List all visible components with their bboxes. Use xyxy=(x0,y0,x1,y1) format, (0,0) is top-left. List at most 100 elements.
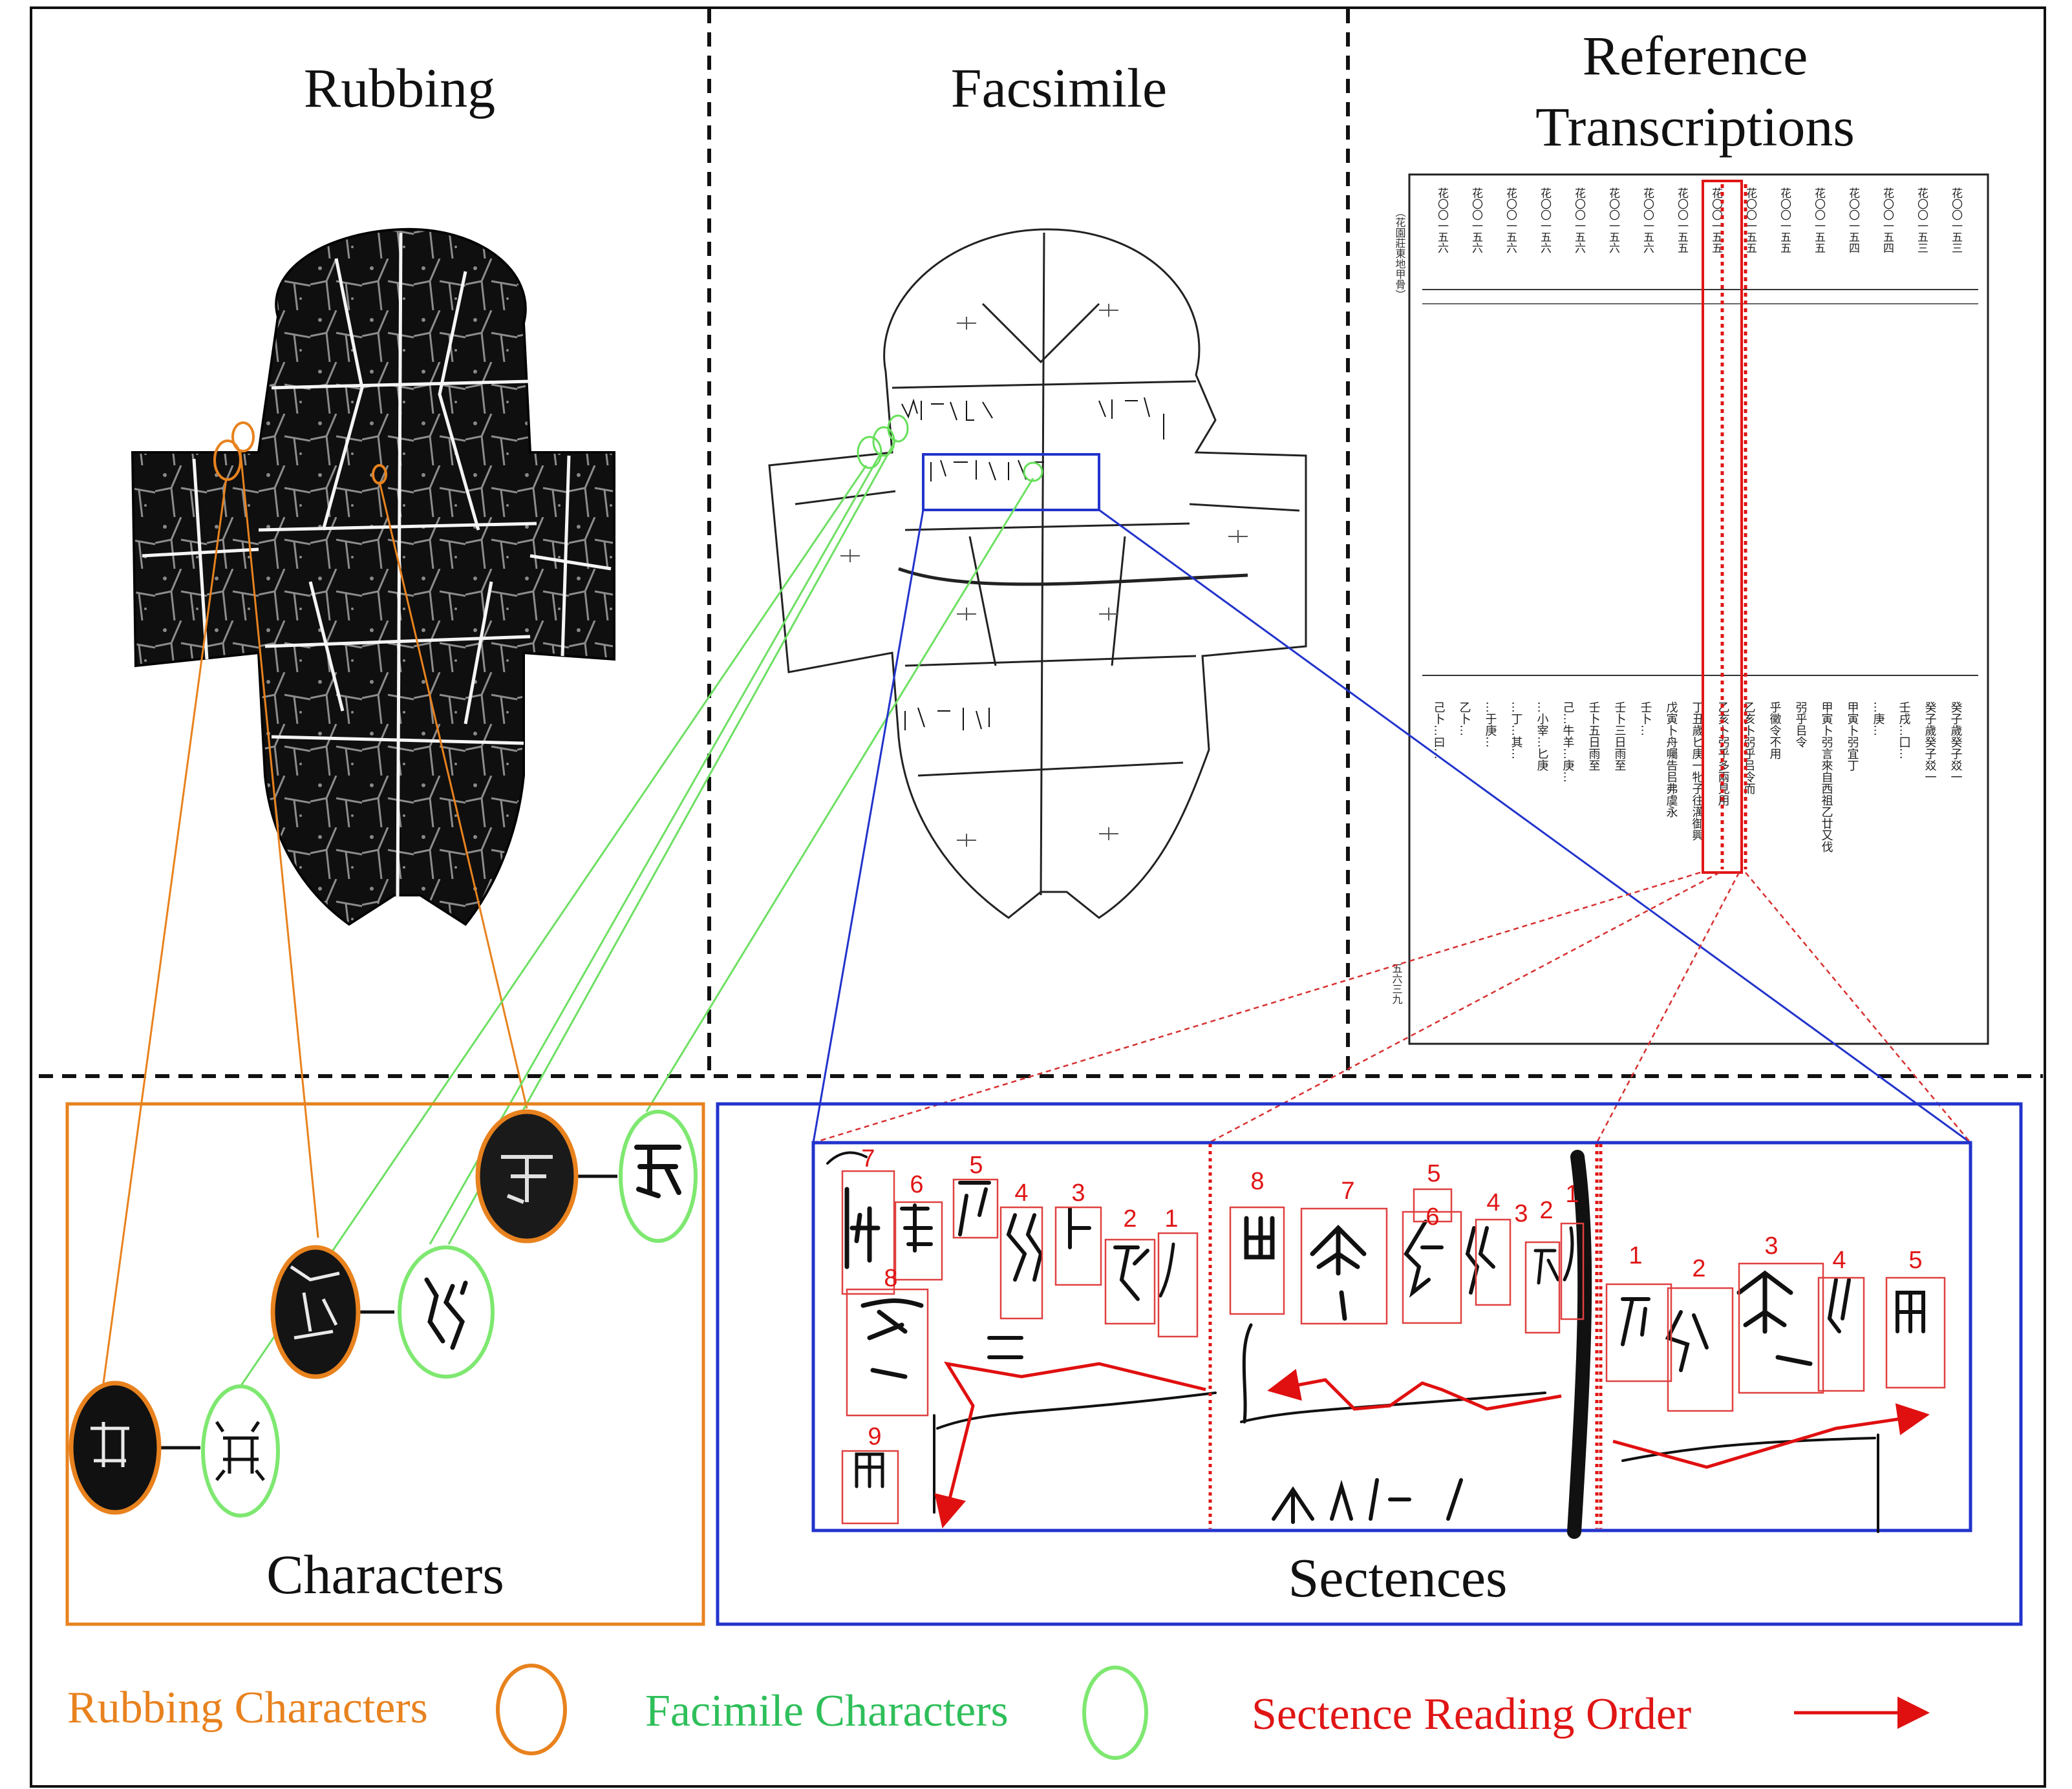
sentence-image-strokes xyxy=(826,1150,1925,1539)
legend-facsimile-label: Facimile Characters xyxy=(645,1686,1009,1736)
number-g2-3: 3 xyxy=(1514,1200,1528,1227)
transcription-column-label: 花〇〇一五六 xyxy=(1538,187,1552,253)
transcription-column-label: 花〇〇一五五 xyxy=(1675,187,1689,253)
sentence-image-box xyxy=(811,1141,1972,1532)
transcription-line: 壬卜… xyxy=(1639,701,1652,736)
legend-facsimile-circle-icon xyxy=(1082,1666,1148,1760)
number-g1-4: 4 xyxy=(1014,1180,1028,1207)
sentences-panel xyxy=(716,1102,2023,1626)
reference-heading-line2: Transcriptions xyxy=(1535,96,1855,158)
reference-heading-line1: Reference xyxy=(1583,25,1808,87)
transcription-line: …庚… xyxy=(1872,701,1885,736)
blue-connectors xyxy=(812,509,1971,1144)
transcription-line: 壬卜五日雨至 xyxy=(1587,701,1601,771)
number-g1-1: 1 xyxy=(1164,1205,1178,1233)
transcription-line: 甲寅卜弜宜丁 xyxy=(1846,701,1859,771)
rubbing-heading: Rubbing xyxy=(304,57,495,119)
dashed-separators xyxy=(39,9,2043,1078)
sentences-panel-label: Sectences xyxy=(1288,1547,1507,1609)
number-g3-3: 3 xyxy=(1764,1233,1778,1260)
transcription-line: 丁丑歲匕庚一牝子往澫御興 xyxy=(1691,701,1704,841)
characters-panel xyxy=(65,1102,705,1626)
legend-rubbing-circle-icon xyxy=(496,1664,567,1755)
facsimile-character-1 xyxy=(201,1384,280,1518)
character-pairs xyxy=(69,1109,698,1518)
sentence-group-separators xyxy=(1208,1144,1603,1529)
transcription-line: 己卜…曰… xyxy=(1432,701,1446,759)
transcription-column-label: 花〇〇一五四 xyxy=(1846,187,1860,253)
transcription-column-label: 花〇〇一五六 xyxy=(1607,187,1620,253)
transcription-header-columns: 花〇〇一五三花〇〇一五三花〇〇一五四花〇〇一五四花〇〇一五五花〇〇一五五花〇〇一… xyxy=(1435,187,1963,253)
transcription-line: 甲寅卜弜言來自西祖乙廿又伐 xyxy=(1820,701,1833,852)
legend-reading-order-label: Sectence Reading Order xyxy=(1252,1689,1691,1739)
number-g2-7: 7 xyxy=(1341,1178,1354,1205)
transcription-line: 乙亥卜弜乎㠯令而 xyxy=(1742,701,1756,794)
facsimile-heading: Facsimile xyxy=(951,57,1167,119)
transcription-line: 弜乎㠯令 xyxy=(1794,701,1808,748)
transcription-column-label: 花〇〇一五五 xyxy=(1744,187,1757,253)
transcription-line: 戊寅卜舟囑告㠯弗虞永 xyxy=(1665,701,1678,818)
transcription-line: …于庚… xyxy=(1484,701,1497,748)
number-g1-6: 6 xyxy=(910,1171,923,1198)
number-g2-6: 6 xyxy=(1426,1203,1439,1231)
transcription-highlight-box xyxy=(1702,180,1743,874)
transcription-line: 乎黴令不用 xyxy=(1768,701,1782,759)
number-g1-3: 3 xyxy=(1071,1180,1085,1207)
number-g2-4: 4 xyxy=(1486,1189,1500,1216)
transcription-line: 壬卜三日雨至 xyxy=(1613,701,1627,771)
number-g3-2: 2 xyxy=(1692,1255,1705,1282)
number-g2-2: 2 xyxy=(1539,1197,1553,1224)
transcription-lower-columns: 癸子歲癸子㸚一癸子歲癸子㸚一壬戌…囗……庚…甲寅卜弜宜丁甲寅卜弜言來自西祖乙廿又… xyxy=(1432,701,1963,852)
sentence-character-boxes xyxy=(841,1170,1946,1525)
transcription-column-label: 花〇〇一五五 xyxy=(1709,187,1723,253)
number-g2-8: 8 xyxy=(1250,1168,1264,1195)
facsimile-image xyxy=(768,228,1307,919)
rubbing-character-2 xyxy=(270,1245,361,1379)
transcription-page-number: 五六三九 xyxy=(1391,963,1403,1004)
transcription-column-label: 花〇〇一五六 xyxy=(1504,187,1517,253)
transcription-line: 己…牛羊…庚… xyxy=(1561,701,1575,783)
sentence-numbers: 7 6 5 4 3 2 1 8 9 8 7 6 5 4 3 2 1 1 2 3 … xyxy=(861,1145,1922,1450)
facsimile-character-2 xyxy=(398,1245,495,1379)
number-g3-5: 5 xyxy=(1908,1247,1922,1274)
number-g3-4: 4 xyxy=(1832,1247,1846,1274)
number-g2-1: 1 xyxy=(1565,1181,1579,1208)
legend: Rubbing Characters Facimile Characters S… xyxy=(67,1664,1930,1760)
number-g1-5: 5 xyxy=(969,1152,983,1179)
number-g3-1: 1 xyxy=(1629,1242,1642,1269)
rubbing-connectors xyxy=(102,452,528,1384)
transcription-line: 壬戌…囗… xyxy=(1897,701,1911,759)
transcription-column-label: 花〇〇一五五 xyxy=(1812,187,1826,253)
number-g1-8: 8 xyxy=(884,1265,897,1292)
transcription-column-label: 花〇〇一五三 xyxy=(1915,187,1928,253)
reading-order-arrows xyxy=(934,1361,1930,1529)
transcription-column-label: 花〇〇一五三 xyxy=(1949,187,1963,253)
rubbing-image xyxy=(131,228,615,926)
transcription-column-label: 花〇〇一五六 xyxy=(1469,187,1483,253)
facsimile-sentence-box xyxy=(922,453,1100,511)
transcription-line: 乙卜… xyxy=(1458,701,1471,736)
transcription-line: …小宰…匕庚 xyxy=(1535,701,1549,771)
facsimile-connectors xyxy=(239,439,1034,1387)
characters-panel-label: Characters xyxy=(266,1543,504,1605)
transcription-page: （花園莊東地甲骨） 五六三九 花〇〇一五三花〇〇一五三花〇〇一五四花〇〇一五四花… xyxy=(1391,173,1989,1045)
red-dashed-connectors xyxy=(813,871,1971,1144)
facsimile-character-3 xyxy=(619,1110,698,1243)
figure-border xyxy=(30,6,2046,1788)
transcription-column-label: 花〇〇一五六 xyxy=(1641,187,1654,253)
transcription-line: 癸子歲癸子㸚一 xyxy=(1923,701,1937,783)
number-g1-9: 9 xyxy=(868,1423,881,1450)
number-g1-2: 2 xyxy=(1123,1205,1137,1233)
transcription-column-label: 花〇〇一五六 xyxy=(1435,187,1449,253)
legend-rubbing-label: Rubbing Characters xyxy=(67,1683,428,1733)
transcription-column-label: 花〇〇一五六 xyxy=(1572,187,1586,253)
rubbing-character-1 xyxy=(69,1381,162,1515)
transcription-column-label: 花〇〇一五五 xyxy=(1778,187,1791,253)
transcription-left-caption: （花園莊東地甲骨） xyxy=(1394,207,1406,300)
number-g2-5: 5 xyxy=(1427,1160,1440,1187)
transcription-line: 癸子歲癸子㸚一 xyxy=(1949,701,1963,783)
number-g1-7: 7 xyxy=(861,1145,875,1172)
transcription-line: …丁…其… xyxy=(1510,701,1523,759)
